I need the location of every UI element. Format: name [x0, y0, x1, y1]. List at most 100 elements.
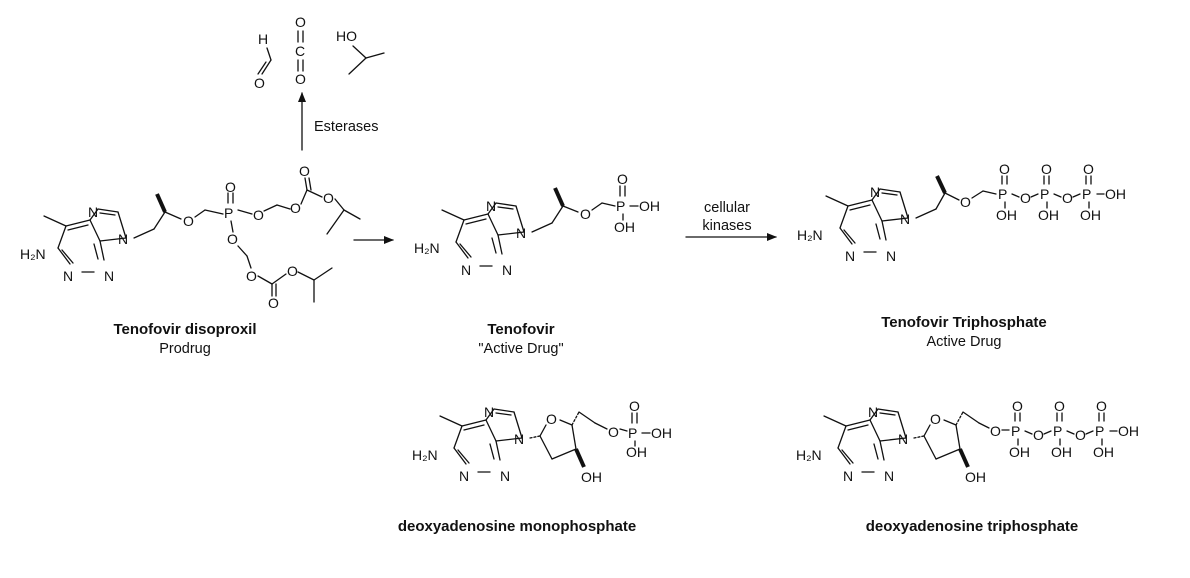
datp-p-alpha-o-label: O — [1012, 398, 1023, 414]
datp-p-gamma-label: P — [1095, 423, 1104, 439]
n3-label: N — [104, 268, 114, 284]
datp-p-gamma-oh1-label: OH — [1093, 444, 1114, 460]
datp-bridge-o1-label: O — [1033, 427, 1044, 443]
ester-o2-label: O — [290, 200, 301, 216]
formaldehyde-h: H — [258, 31, 268, 47]
tenofovir-disoproxil-role: Prodrug — [159, 341, 211, 357]
ether-o-label: O — [183, 213, 194, 229]
damp-n9-label: N — [514, 431, 524, 447]
tenofovir-triphosphate-role: Active Drug — [927, 334, 1002, 350]
datp-3-oh-label: OH — [965, 469, 986, 485]
tfv-n1-label: N — [461, 262, 471, 278]
damp-phosphorus-label: P — [628, 425, 637, 441]
tfv-n3-label: N — [502, 262, 512, 278]
tfvtp-bridge-o1-label: O — [1020, 190, 1031, 206]
isopropanol-ho: HO — [336, 28, 357, 44]
tfvtp-n3-label: N — [886, 248, 896, 264]
datp-amine-label: H₂N — [796, 447, 822, 463]
tfv-oh1-label: OH — [639, 198, 660, 214]
co2-o-bottom: O — [295, 71, 306, 87]
datp-p-gamma-oh2-label: OH — [1118, 423, 1139, 439]
tenofovir-name: Tenofovir — [487, 321, 554, 338]
carbon-dioxide-structure: O C O — [295, 14, 306, 87]
cellular-label: cellular — [704, 200, 750, 216]
n1-label: N — [63, 268, 73, 284]
tfvtp-p-gamma-label: P — [1082, 186, 1091, 202]
carbonate-o1-label: O — [299, 163, 310, 179]
carbonate-o4-label: O — [287, 263, 298, 279]
datp-n1-label: N — [843, 468, 853, 484]
datp-p-alpha-oh-label: OH — [1009, 444, 1030, 460]
tenofovir-triphosphate-name: Tenofovir Triphosphate — [881, 314, 1047, 331]
damp-structure: H₂N N N N N O OH O P O OH OH — [412, 398, 672, 485]
co2-c: C — [295, 43, 305, 59]
ester-o3-label: O — [227, 231, 238, 247]
tfv-phosphorus-label: P — [616, 198, 625, 214]
tfvtp-p-beta-o-label: O — [1041, 161, 1052, 177]
kinases-arrow: cellular kinases — [685, 200, 777, 241]
tfv-n9-label: N — [516, 225, 526, 241]
tfvtp-n9-label: N — [900, 211, 910, 227]
datp-n3-label: N — [884, 468, 894, 484]
datp-p-beta-oh-label: OH — [1051, 444, 1072, 460]
tfv-ether-o-label: O — [580, 206, 591, 222]
esterases-label: Esterases — [314, 119, 378, 135]
damp-oh2-label: OH — [626, 444, 647, 460]
damp-n7-label: N — [484, 404, 494, 420]
formaldehyde-structure: H O — [254, 31, 272, 91]
tfvtp-p-gamma-o-label: O — [1083, 161, 1094, 177]
n9-label: N — [118, 231, 128, 247]
phosphoryl-o-label: O — [225, 179, 236, 195]
damp-3-oh-label: OH — [581, 469, 602, 485]
datp-p-beta-label: P — [1053, 423, 1062, 439]
esterases-arrow: Esterases — [298, 92, 378, 151]
carbonate-o3-label: O — [268, 295, 279, 311]
tfvtp-ether-o-label: O — [960, 194, 971, 210]
datp-p-alpha-label: P — [1011, 423, 1020, 439]
datp-ring-o-label: O — [930, 411, 941, 427]
datp-5-o-label: O — [990, 423, 1001, 439]
tfv-oh2-label: OH — [614, 219, 635, 235]
damp-name: deoxyadenosine monophosphate — [398, 518, 636, 535]
damp-n3-label: N — [500, 468, 510, 484]
n7-label: N — [88, 204, 98, 220]
tfvtp-n1-label: N — [845, 248, 855, 264]
damp-n1-label: N — [459, 468, 469, 484]
amine-label: H₂N — [20, 246, 46, 262]
ester-o1-label: O — [253, 207, 264, 223]
tfvtp-p-alpha-oh-label: OH — [996, 207, 1017, 223]
damp-5-o-label: O — [608, 424, 619, 440]
tfv-phosphoryl-o-label: O — [617, 171, 628, 187]
tfvtp-p-beta-oh-label: OH — [1038, 207, 1059, 223]
formaldehyde-o: O — [254, 75, 265, 91]
tenofovir-disoproxil-structure: H₂N N N N N O P O O O O O O — [20, 163, 361, 311]
tenofovir-disoproxil-name: Tenofovir disoproxil — [113, 321, 256, 338]
datp-n9-label: N — [898, 431, 908, 447]
tfvtp-amine-label: H₂N — [797, 227, 823, 243]
tfvtp-p-gamma-oh2-label: OH — [1105, 186, 1126, 202]
kinases-label: kinases — [702, 218, 751, 234]
tfvtp-p-gamma-oh1-label: OH — [1080, 207, 1101, 223]
datp-structure: H₂N N N N N O OH O P O OH O P O OH — [796, 398, 1139, 485]
tfv-n7-label: N — [486, 198, 496, 214]
phosphorus-label: P — [224, 205, 233, 221]
datp-name: deoxyadenosine triphosphate — [866, 518, 1079, 535]
tfv-amine-label: H₂N — [414, 240, 440, 256]
datp-n7-label: N — [868, 404, 878, 420]
ester-o4-label: O — [246, 268, 257, 284]
damp-amine-label: H₂N — [412, 447, 438, 463]
isopropanol-structure: HO — [336, 28, 385, 75]
tfvtp-bridge-o2-label: O — [1062, 190, 1073, 206]
carbonate-o2-label: O — [323, 190, 334, 206]
datp-p-beta-o-label: O — [1054, 398, 1065, 414]
tenofovir-structure: H₂N N N N N O P O OH OH — [414, 171, 660, 278]
datp-bridge-o2-label: O — [1075, 427, 1086, 443]
co2-o-top: O — [295, 14, 306, 30]
damp-oh1-label: OH — [651, 425, 672, 441]
damp-phosphoryl-o-label: O — [629, 398, 640, 414]
tenofovir-role: "Active Drug" — [478, 341, 563, 357]
tfvtp-p-alpha-label: P — [998, 186, 1007, 202]
tenofovir-triphosphate-structure: H₂N N N N N O P O OH O P O OH O P O — [797, 161, 1126, 264]
tfvtp-n7-label: N — [870, 184, 880, 200]
